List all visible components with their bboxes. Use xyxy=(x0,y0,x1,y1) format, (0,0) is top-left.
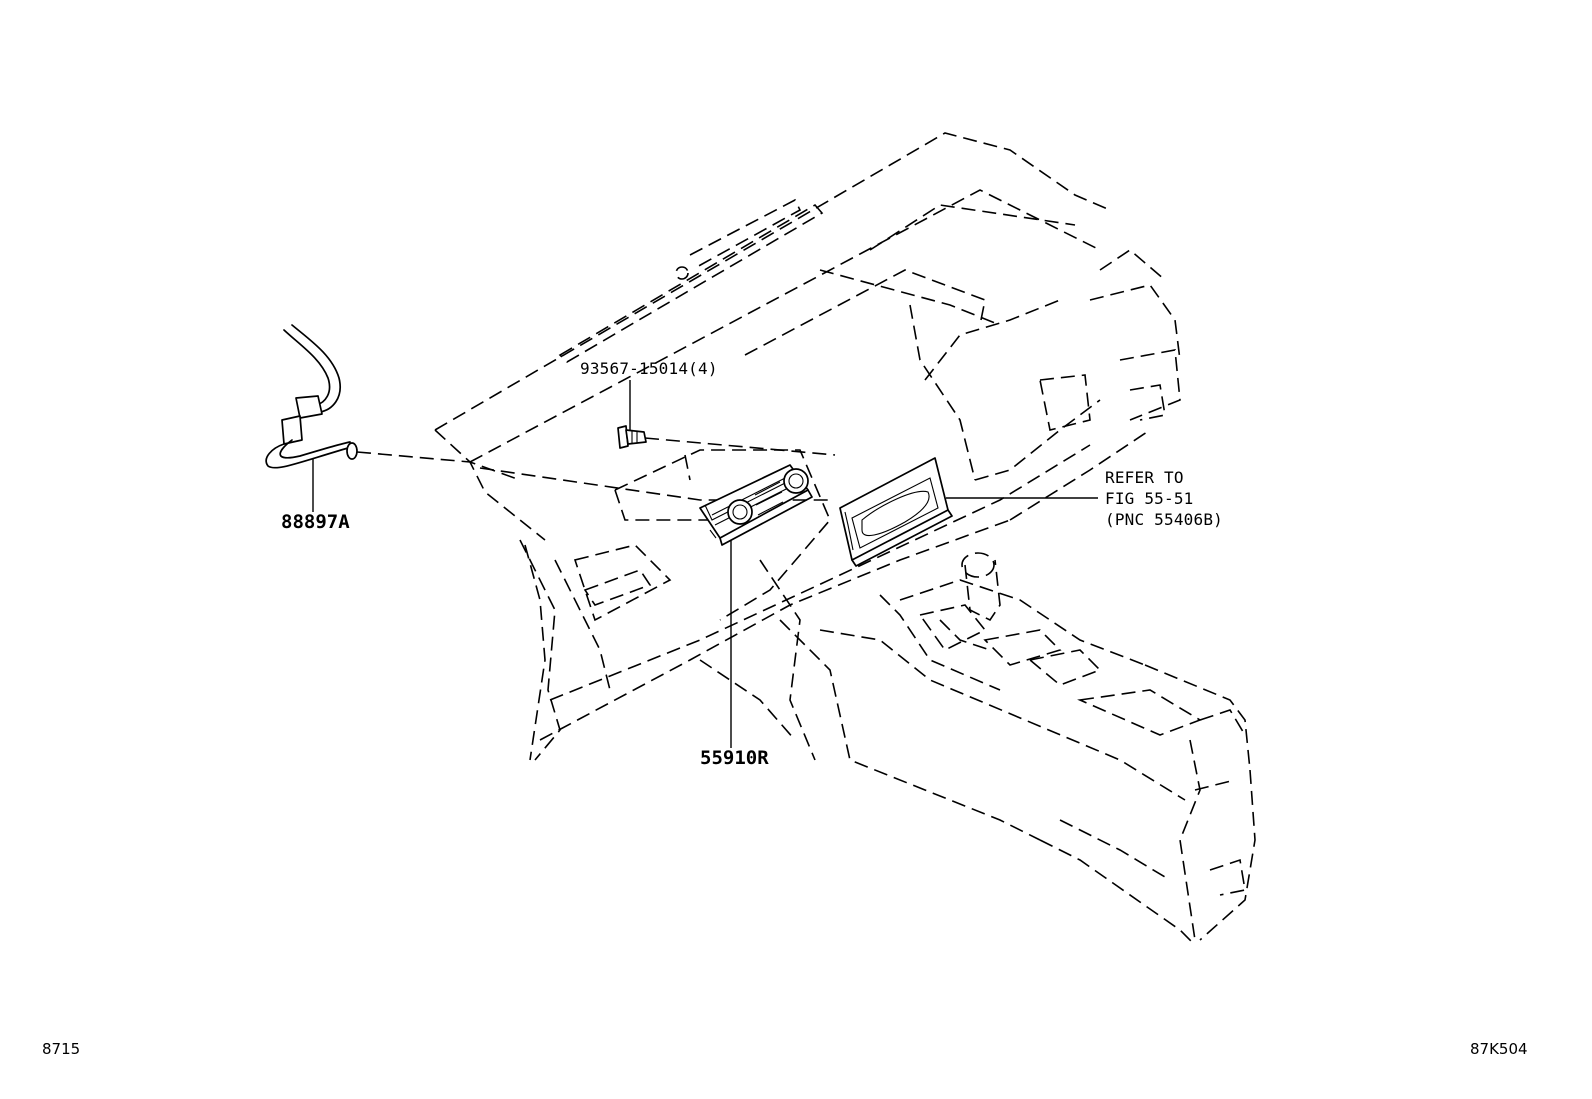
refer-note-line2: FIG 55-51 xyxy=(1105,489,1194,508)
refer-note-line3: (PNC 55406B) xyxy=(1105,510,1223,529)
part-number-hose: 88897A xyxy=(281,511,350,533)
instrument-panel-outline xyxy=(356,132,1181,761)
part-number-control-panel: 55910R xyxy=(700,747,769,769)
center-console-outline xyxy=(779,552,1256,946)
screw-93567-15014 xyxy=(617,380,647,449)
refer-note-line1: REFER TO xyxy=(1105,468,1184,487)
part-number-screw: 93567-15014(4) xyxy=(580,359,718,378)
control-panel-55910r xyxy=(699,464,813,748)
display-unit-55406b xyxy=(839,457,1098,567)
hose-88897a xyxy=(265,324,358,512)
footer-right-code: 87K504 xyxy=(1470,1040,1528,1058)
footer-left-code: 8715 xyxy=(42,1040,81,1058)
